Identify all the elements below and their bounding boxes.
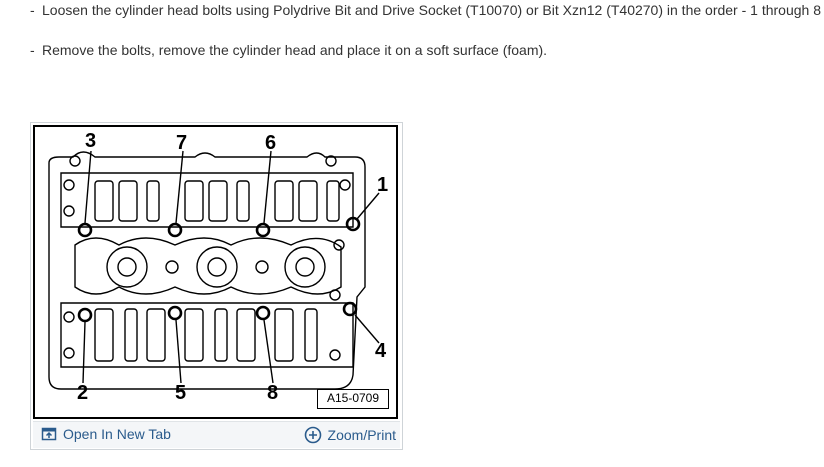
open-in-new-tab-link[interactable]: Open In New Tab [41, 426, 171, 442]
open-new-tab-icon [41, 427, 57, 441]
bolt-callout-8: 8 [267, 382, 279, 404]
figure-toolbar: Open In New Tab Zoom/Print [33, 421, 400, 448]
figure-container: 3 7 6 1 2 5 8 4 A15-0709 Open In New Tab… [30, 122, 403, 450]
instruction-step-2: -Remove the bolts, remove the cylinder h… [30, 42, 547, 58]
step-text: Remove the bolts, remove the cylinder he… [42, 42, 548, 58]
cylinder-head-diagram[interactable]: 3 7 6 1 2 5 8 4 A15-0709 [33, 125, 398, 419]
zoom-print-link[interactable]: Zoom/Print [304, 426, 396, 444]
step-dash: - [30, 42, 35, 58]
zoom-plus-icon [304, 426, 321, 444]
bolt-callout-6: 6 [265, 132, 277, 154]
zoom-print-label: Zoom/Print [327, 427, 396, 443]
instruction-step-1: -Loosen the cylinder head bolts using Po… [30, 2, 821, 18]
bolt-callout-3: 3 [85, 130, 97, 152]
bolt-callout-2: 2 [77, 382, 89, 404]
open-in-new-tab-label: Open In New Tab [63, 426, 171, 442]
step-dash: - [30, 2, 35, 18]
bolt-callout-4: 4 [375, 340, 387, 362]
bolt-callout-5: 5 [175, 382, 187, 404]
bolt-callout-1: 1 [377, 174, 389, 196]
step-text: Loosen the cylinder head bolts using Pol… [42, 2, 821, 18]
cylinder-head-drawing [48, 150, 380, 390]
figure-reference-id: A15-0709 [317, 389, 389, 409]
bolt-callout-7: 7 [176, 132, 188, 154]
